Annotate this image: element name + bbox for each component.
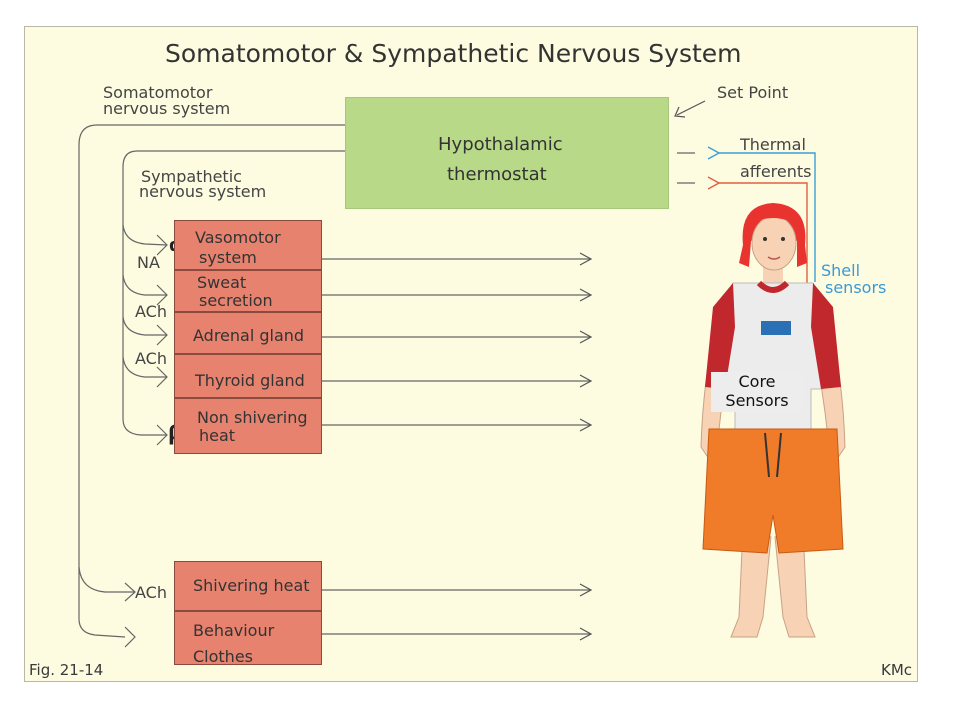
ach-label-3: ACh (135, 583, 167, 602)
effector-vasomotor-label-2: system (199, 248, 257, 267)
somatomotor-label-2: nervous system (103, 99, 231, 118)
effector-adrenal-label: Adrenal gland (193, 326, 305, 345)
effector-thyroid-label: Thyroid gland (195, 371, 305, 390)
core-sensors-label-2: Sensors (725, 391, 789, 410)
sympathetic-label-2: nervous system (139, 182, 267, 201)
core-sensors-label: Core Sensors (711, 372, 803, 412)
ach-label-1: ACh (135, 302, 167, 321)
sympathetic-label-1: Sympathetic (141, 167, 242, 186)
figure-number: Fig. 21-14 (29, 661, 104, 679)
thermal-afferents-label-2: afferents (740, 162, 812, 181)
effector-sweat: Sweat secretion (174, 270, 322, 312)
somatomotor-branch-shivering (78, 566, 135, 593)
thermostat-label-2: thermostat (447, 164, 547, 185)
somatomotor-label-1: Somatomotor (103, 83, 213, 102)
thermal-afferents-label-1: Thermal (740, 135, 806, 154)
author-initials: KMc (881, 661, 913, 679)
effector-behaviour: Behaviour Clothes (174, 611, 322, 665)
effector-sweat-label-2: secretion (199, 291, 273, 310)
effector-shivering-label: Shivering heat (193, 576, 310, 595)
effector-shivering: Shivering heat (174, 561, 322, 611)
effector-non-shivering: Non shivering heat (174, 398, 322, 454)
effector-non-shivering-label-1: Non shivering (197, 408, 308, 427)
ach-label-2: ACh (135, 349, 167, 368)
core-sensors-label-1: Core (738, 372, 776, 391)
somatomotor-trunk (78, 124, 345, 638)
effector-behaviour-label-1: Behaviour (193, 621, 275, 640)
slide: Somatomotor & Sympathetic Nervous System… (24, 26, 918, 682)
effector-vasomotor-label-1: Vasomotor (195, 228, 281, 247)
effector-vasomotor: Vasomotor system (174, 220, 322, 270)
thermostat-label-1: Hypothalamic (438, 134, 563, 155)
shell-afferent-line (707, 146, 816, 282)
hypothalamic-thermostat: Hypothalamic thermostat (345, 97, 669, 209)
na-label: NA (137, 253, 160, 272)
effector-adrenal: Adrenal gland (174, 312, 322, 354)
shell-sensors-label-1: Shell (821, 261, 861, 280)
diagram-title: Somatomotor & Sympathetic Nervous System (165, 39, 742, 68)
effector-non-shivering-label-2: heat (199, 426, 236, 445)
effector-sweat-label-1: Sweat (197, 273, 247, 292)
sympathetic-trunk (122, 150, 345, 436)
set-point-label: Set Point (717, 83, 789, 102)
effector-thyroid: Thyroid gland (174, 354, 322, 398)
shell-sensors-label-2: sensors (825, 278, 887, 297)
effector-behaviour-label-2: Clothes (193, 647, 253, 666)
human-figure-illustration (700, 203, 846, 638)
